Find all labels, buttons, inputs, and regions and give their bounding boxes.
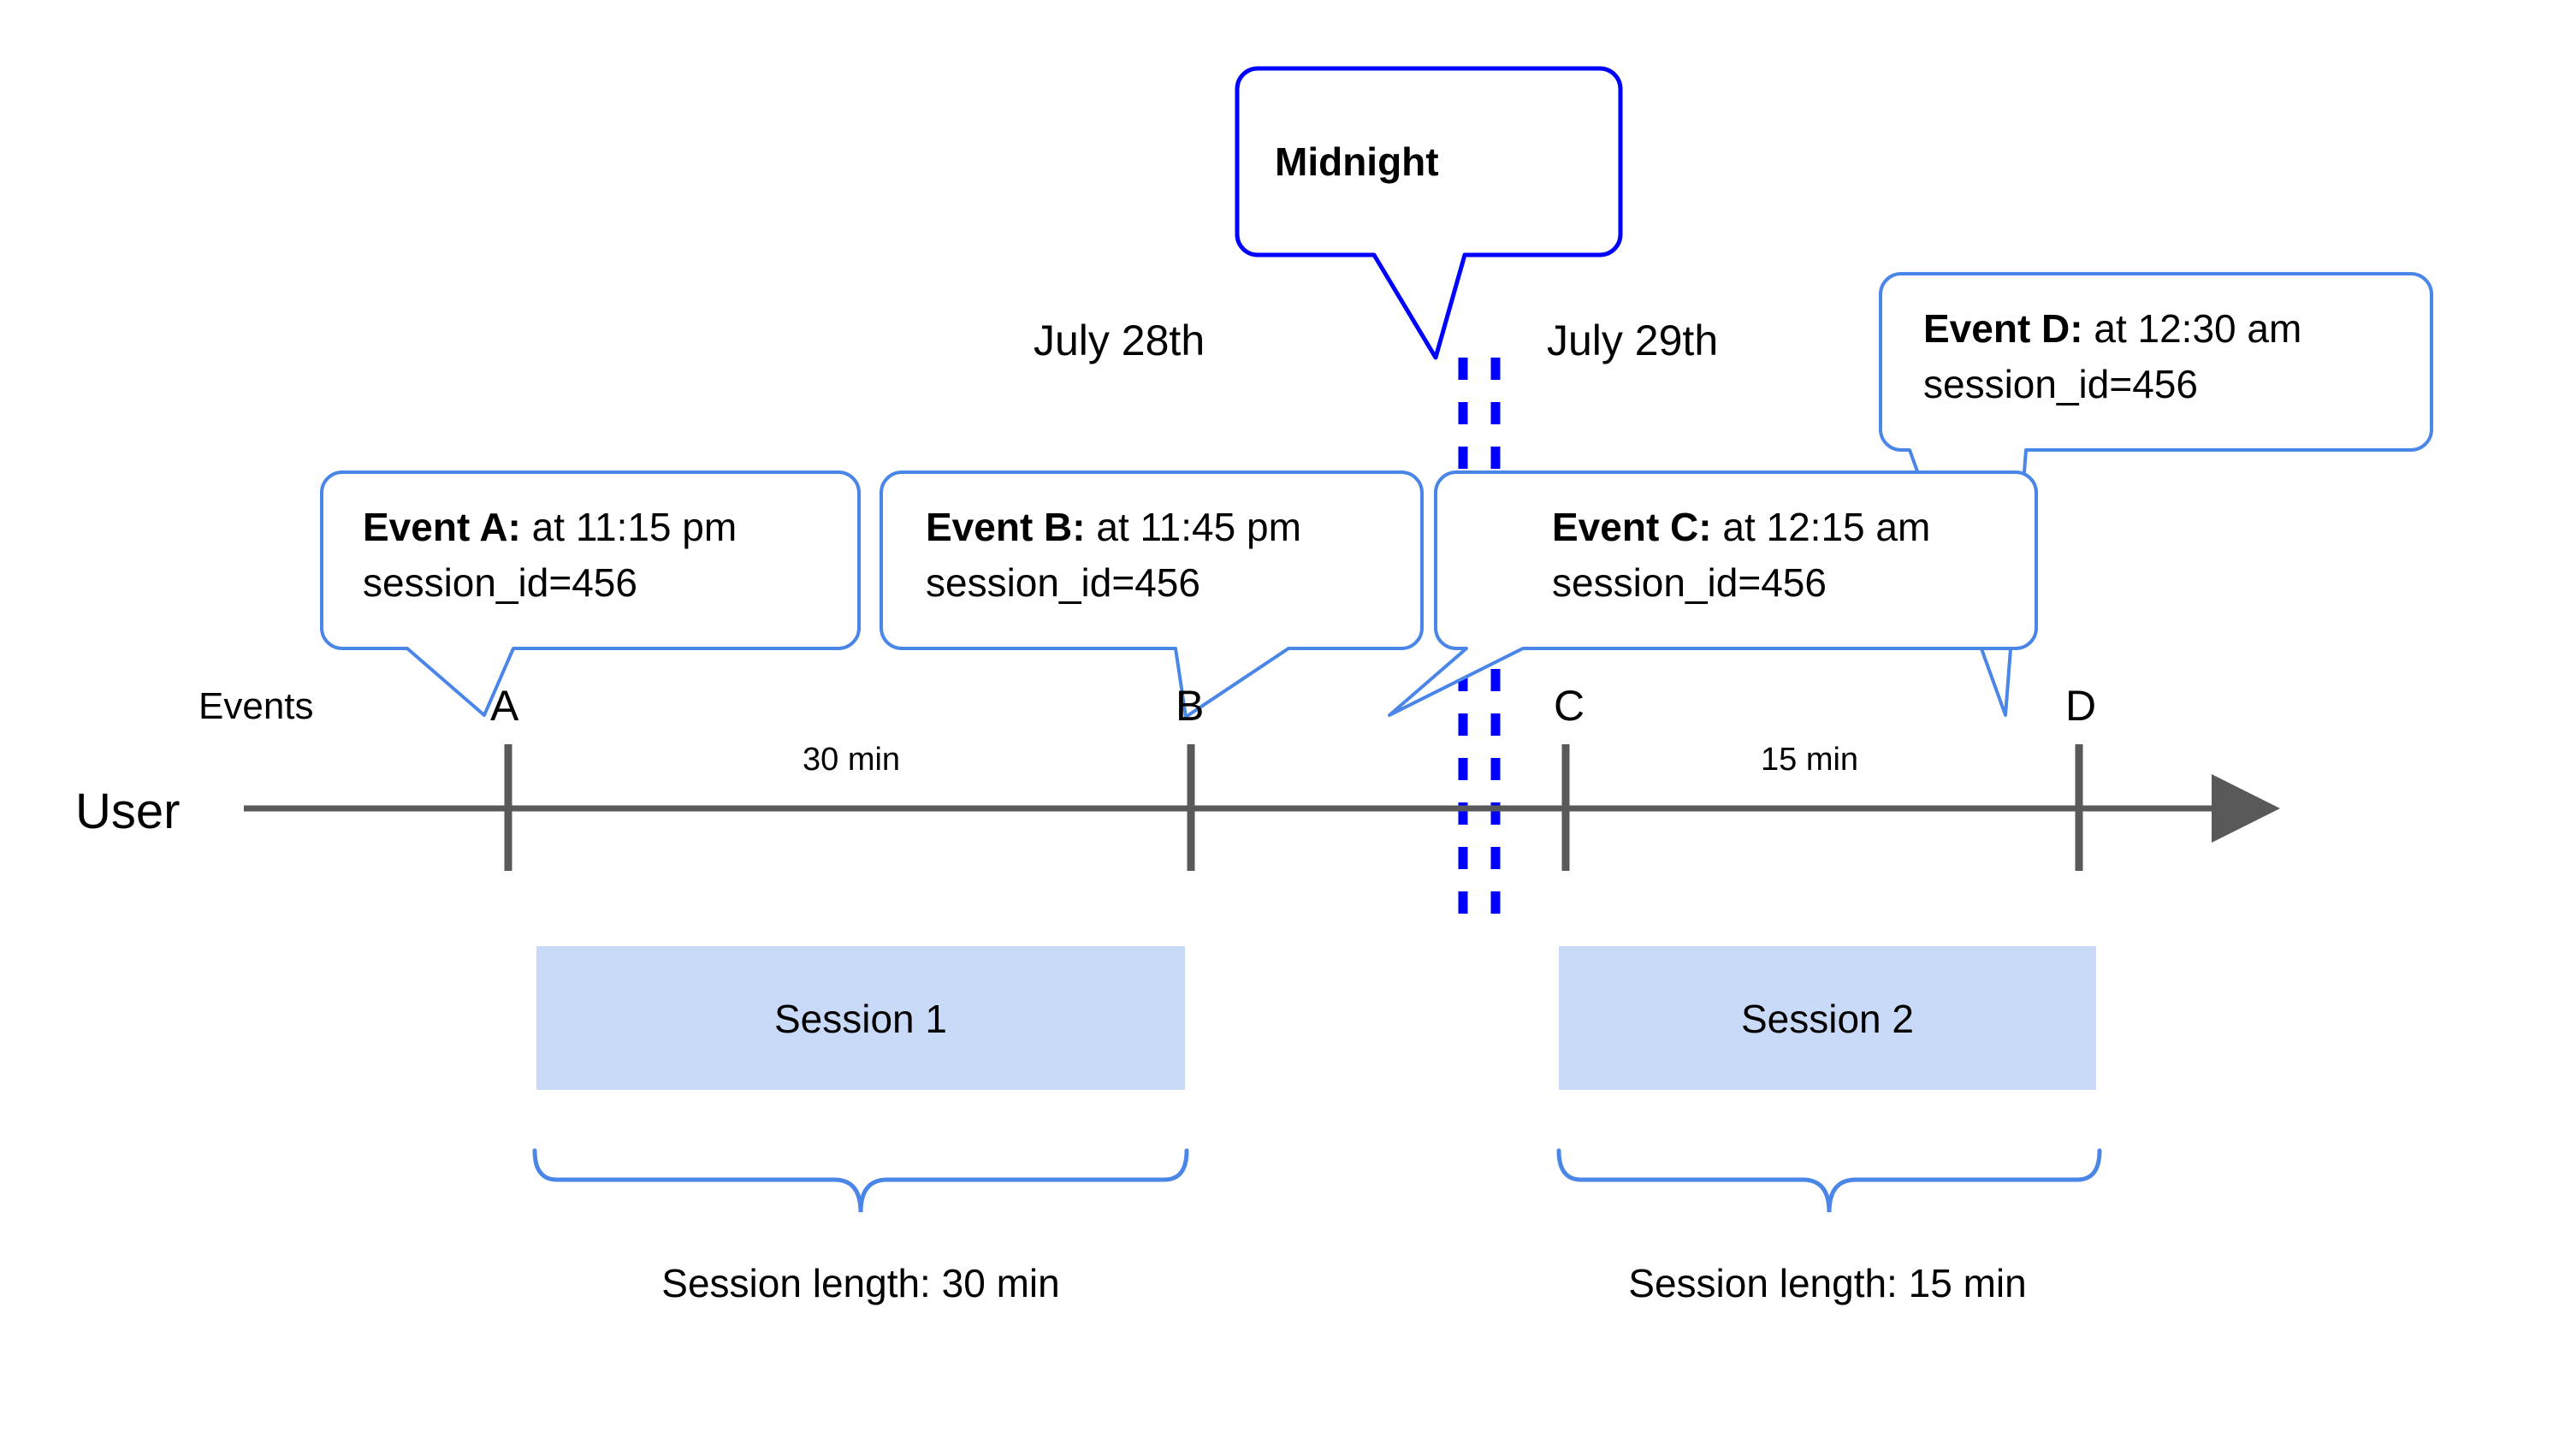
event-marker-label-b: B	[1176, 682, 1204, 730]
event-d-line2: session_id=456	[1923, 362, 2198, 406]
session-1-brace	[532, 1148, 1189, 1213]
event-a-line2: session_id=456	[363, 560, 637, 605]
event-c-line2: session_id=456	[1552, 560, 1827, 605]
session-1-rect	[536, 946, 1185, 1090]
session-2-rect	[1559, 946, 2096, 1090]
events-row-label: Events	[198, 685, 314, 727]
axis-arrow-icon	[2212, 774, 2280, 843]
event-c-time: at 12:15 am	[1712, 505, 1931, 549]
gap-label-a-b: 30 min	[803, 742, 900, 778]
event-a-bubble-shape	[320, 471, 861, 717]
midnight-label: Midnight	[1275, 139, 1439, 184]
date-label-july-28: July 28th	[1034, 317, 1205, 364]
timeline-axis	[244, 744, 2280, 871]
event-a-title: Event A:	[363, 505, 521, 549]
session-2-length-label: Session length: 15 min	[1628, 1261, 2026, 1305]
event-d-line1: Event D: at 12:30 am	[1923, 306, 2301, 351]
session-bar-2: Session 2	[1559, 946, 2096, 1090]
event-callout-b: Event B: at 11:45 pm session_id=456	[880, 471, 1424, 719]
event-marker-label-c: C	[1554, 682, 1585, 730]
session-1-brace-shape	[532, 1148, 1189, 1213]
session-1-label: Session 1	[774, 997, 947, 1041]
event-c-line1: Event C: at 12:15 am	[1552, 505, 1930, 549]
event-b-title: Event B:	[926, 505, 1086, 549]
session-2-brace	[1556, 1148, 2102, 1213]
event-b-line1: Event B: at 11:45 pm	[926, 505, 1301, 549]
gap-label-c-d: 15 min	[1761, 742, 1858, 778]
event-a-line1: Event A: at 11:15 pm	[363, 505, 737, 549]
event-d-time: at 12:30 am	[2083, 306, 2302, 351]
event-b-time: at 11:45 pm	[1086, 505, 1301, 549]
event-callout-c: Event C: at 12:15 am session_id=456	[1388, 471, 2038, 717]
event-b-bubble-shape	[880, 471, 1424, 719]
event-marker-label-a: A	[490, 682, 519, 730]
event-callout-a: Event A: at 11:15 pm session_id=456	[320, 471, 861, 717]
event-c-title: Event C:	[1552, 505, 1712, 549]
event-d-title: Event D:	[1923, 306, 2083, 351]
session-2-label: Session 2	[1741, 997, 1914, 1041]
event-a-time: at 11:15 pm	[521, 505, 737, 549]
event-b-line2: session_id=456	[926, 560, 1200, 605]
date-label-july-29: July 29th	[1547, 317, 1718, 364]
midnight-callout: Midnight	[1235, 66, 1623, 360]
user-row-label: User	[75, 784, 180, 839]
event-c-bubble-shape	[1388, 471, 2038, 717]
midnight-bubble-shape	[1235, 66, 1623, 360]
event-marker-label-d: D	[2065, 682, 2096, 730]
event-callout-d: Event D: at 12:30 am session_id=456	[1879, 272, 2433, 717]
session-2-brace-shape	[1556, 1148, 2102, 1213]
session-1-length-label: Session length: 30 min	[661, 1261, 1059, 1305]
session-bar-1: Session 1	[536, 946, 1185, 1090]
